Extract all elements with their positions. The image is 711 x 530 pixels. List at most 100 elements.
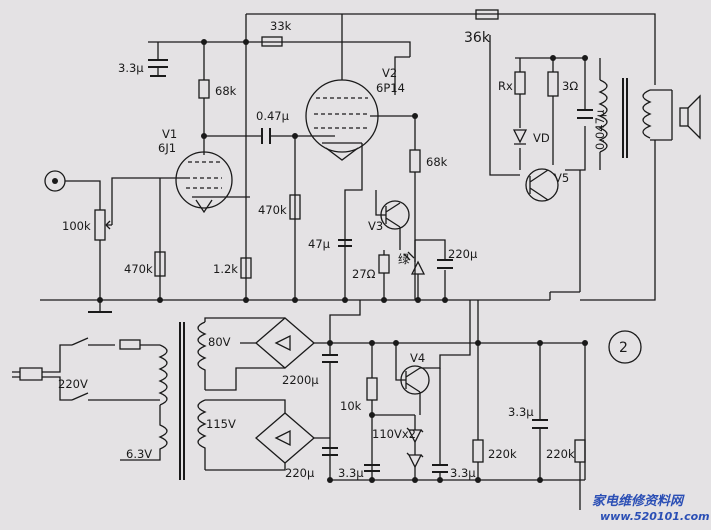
mains-transformer-core (179, 322, 185, 480)
label-220k-b: 220k (546, 447, 575, 461)
screen-wire (370, 115, 416, 300)
watermark-site-name: 家电维修资料网 (592, 493, 685, 509)
resistor-3ohm (547, 71, 559, 97)
input-jack-center (52, 178, 58, 184)
label-c2200u: 2200μ (282, 373, 319, 387)
capacitor-220u-top (437, 259, 453, 269)
label-c220u-top: 220μ (448, 247, 478, 261)
label-10k: 10k (340, 399, 362, 413)
label-mains-220v: 220V (58, 377, 88, 391)
potentiometer-100k (94, 209, 106, 241)
capacitor-220u-bottom (322, 447, 338, 456)
label-220k-a: 220k (488, 447, 517, 461)
bridge-top-wires (204, 317, 285, 391)
secondary-80v-winding (197, 321, 207, 390)
resistor-470k-mid (289, 194, 301, 220)
resistor-1k2 (240, 257, 252, 279)
capacitor-2200u (322, 354, 338, 363)
label-68k-v2: 68k (426, 155, 448, 169)
label-c220u-bottom: 220μ (285, 466, 315, 480)
v4-leads (405, 367, 421, 393)
label-sec-80v: 80V (208, 335, 231, 349)
tube-v1 (175, 151, 233, 209)
c220-top-wire (415, 239, 446, 300)
label-c3u3-top: 3.3μ (118, 61, 144, 75)
label-figure-number: 2 (619, 340, 628, 356)
capacitor-3u3-right (532, 419, 548, 429)
input-wire (65, 180, 101, 300)
output-transformer-core (622, 78, 628, 158)
label-v4: V4 (410, 351, 425, 365)
zener-diode-2 (406, 452, 424, 469)
plug-pins (12, 371, 20, 378)
label-v1-type: 6J1 (158, 141, 176, 155)
hv-out-wire (314, 300, 361, 344)
label-v3: V3 (368, 219, 383, 233)
tube-v1-grids (186, 161, 222, 189)
resistor-470k-left (154, 251, 166, 277)
label-1k2: 1.2k (213, 262, 238, 276)
label-filament-6v3: 6.3V (126, 447, 152, 461)
g2-wire (394, 56, 410, 95)
label-green-led: 绿 (398, 252, 410, 266)
label-rx: Rx (498, 79, 513, 93)
v4-wires (395, 300, 471, 415)
label-27ohm: 27Ω (352, 267, 376, 281)
speaker-wire (650, 89, 673, 141)
label-v1-name: V1 (162, 127, 177, 141)
label-vd: VD (533, 131, 550, 145)
label-sec-115v: 115V (206, 417, 236, 431)
label-c47u: 47μ (308, 237, 331, 251)
resistor-68k-v1 (198, 79, 210, 99)
tube-v2-grids (314, 97, 370, 129)
capacitor-0047u (577, 109, 593, 119)
pot-wiper-wire (106, 177, 160, 226)
label-v2-type: 6P14 (376, 81, 405, 95)
resistor-220k-b (574, 439, 586, 463)
capacitor-047u (261, 128, 271, 144)
output-transformer-secondary (642, 89, 652, 139)
resistor-220k-a (472, 439, 484, 463)
capacitor-3u3-b1 (364, 464, 380, 472)
bridge-bottom-diode (274, 429, 291, 447)
label-c0047: 0.047μ (593, 109, 607, 150)
resistor-68k-v2 (409, 149, 421, 173)
bridge-rectifier-bottom (255, 412, 315, 464)
secondary-115v-winding (197, 399, 207, 470)
label-c3u3-b1: 3.3μ (338, 466, 364, 480)
label-3ohm: 3Ω (562, 79, 578, 93)
label-33k: 33k (270, 19, 292, 33)
led-wire (414, 240, 419, 300)
speaker-cone (687, 94, 701, 140)
junction-dots (97, 39, 588, 483)
label-36k: 36k (464, 30, 491, 46)
resistor-33k (261, 36, 283, 47)
capacitor-3u3-b2 (432, 464, 448, 473)
fuse (119, 339, 141, 350)
figure-number-circle (608, 330, 642, 364)
mains-transformer-primary (158, 344, 168, 406)
led-green (410, 260, 426, 275)
top-rail-36k-wire (246, 13, 656, 85)
diode-vd (512, 129, 528, 145)
tube-v2 (305, 79, 379, 153)
switch-top (71, 337, 115, 346)
label-68k-v1: 68k (215, 84, 237, 98)
resistor-rx (514, 71, 526, 95)
resistor-10k (366, 377, 378, 401)
label-zener-110v: 110Vx2 (372, 427, 416, 441)
label-470k-left: 470k (124, 262, 153, 276)
resistor-27ohm (378, 254, 390, 274)
tube-v2-heater (325, 147, 359, 161)
mains-wires (42, 344, 72, 401)
rail-33k-wire (148, 41, 411, 57)
bridge-bottom-wires (205, 399, 286, 471)
pot-wiper-arrow (105, 220, 111, 230)
v5-leads (529, 169, 549, 201)
capacitor-47u (338, 239, 352, 247)
watermark-url: www.520101.com (600, 510, 710, 523)
v3-base-wire (375, 190, 386, 216)
label-470k-mid: 470k (258, 203, 287, 217)
switch-bottom (71, 392, 160, 401)
